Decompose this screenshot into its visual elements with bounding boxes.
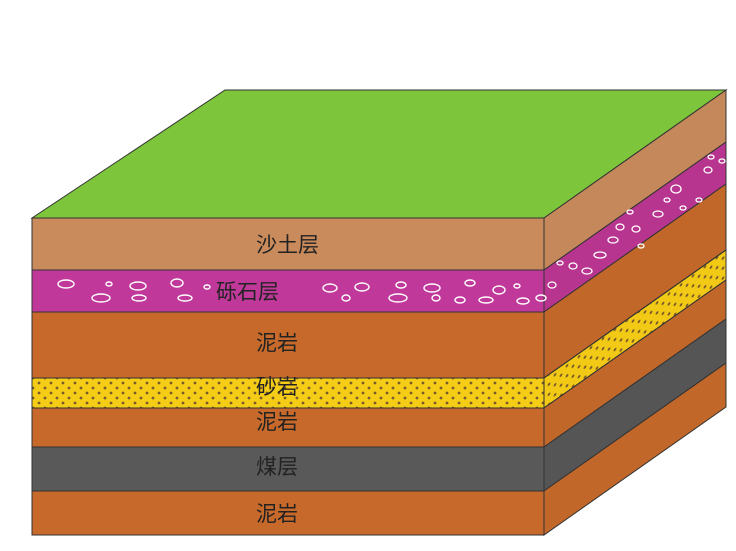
front-layer-sand-soil [31,217,545,271]
pebble [395,281,407,289]
pebble [129,281,147,291]
pebble [679,205,687,211]
pebble [547,281,557,289]
layer-label-coal: 煤层 [256,455,298,479]
pebble [341,294,351,302]
pebble [607,236,619,244]
pebble [593,251,607,259]
pebble [464,279,476,287]
layer-label-sand-soil: 沙土层 [256,233,319,257]
pebble [478,296,494,304]
pebble [177,294,193,302]
pebble [637,243,645,249]
pebble [670,184,682,194]
layer-label-mudstone-3: 泥岩 [256,502,298,526]
pebble [535,294,547,302]
pebble [105,281,113,287]
layer-label-gravel: 砾石层 [216,280,279,304]
pebble [652,210,664,218]
front-layer-dots-sandstone [31,377,545,409]
front-face [31,217,545,536]
pebble [516,297,530,305]
pebble [718,158,726,164]
pebble [431,294,441,302]
layer-label-sandstone: 砂岩 [256,375,298,399]
pebble [626,209,634,215]
front-layer-gravel [31,269,545,313]
gravel-pebbles-side [547,154,726,289]
pebble [695,197,703,203]
pebble [203,284,211,290]
pebble [91,293,111,303]
pebble [170,278,184,288]
pebble [492,285,506,295]
front-layer-mudstone-1 [31,311,545,379]
pebble [57,279,75,289]
pebble [663,197,671,203]
pebble [131,294,147,302]
side-layer-mudstone-3 [543,362,727,536]
pebble [581,267,593,275]
pebble [454,296,466,304]
pebble [556,260,564,266]
pebble [513,283,521,289]
layer-label-mudstone-2: 泥岩 [256,410,298,434]
pebble [615,223,625,231]
pebble [568,262,578,270]
side-face [543,89,727,536]
pebble [707,154,715,160]
layer-label-mudstone-1: 泥岩 [256,331,298,355]
pebble [423,283,441,293]
pebble [703,166,713,174]
front-layer-mudstone-2 [31,407,545,448]
pebble [322,283,338,293]
pebble [631,225,641,233]
front-layer-coal [31,446,545,492]
pebble [388,293,408,303]
pebble [354,282,370,292]
gravel-pebbles-front [57,278,547,305]
